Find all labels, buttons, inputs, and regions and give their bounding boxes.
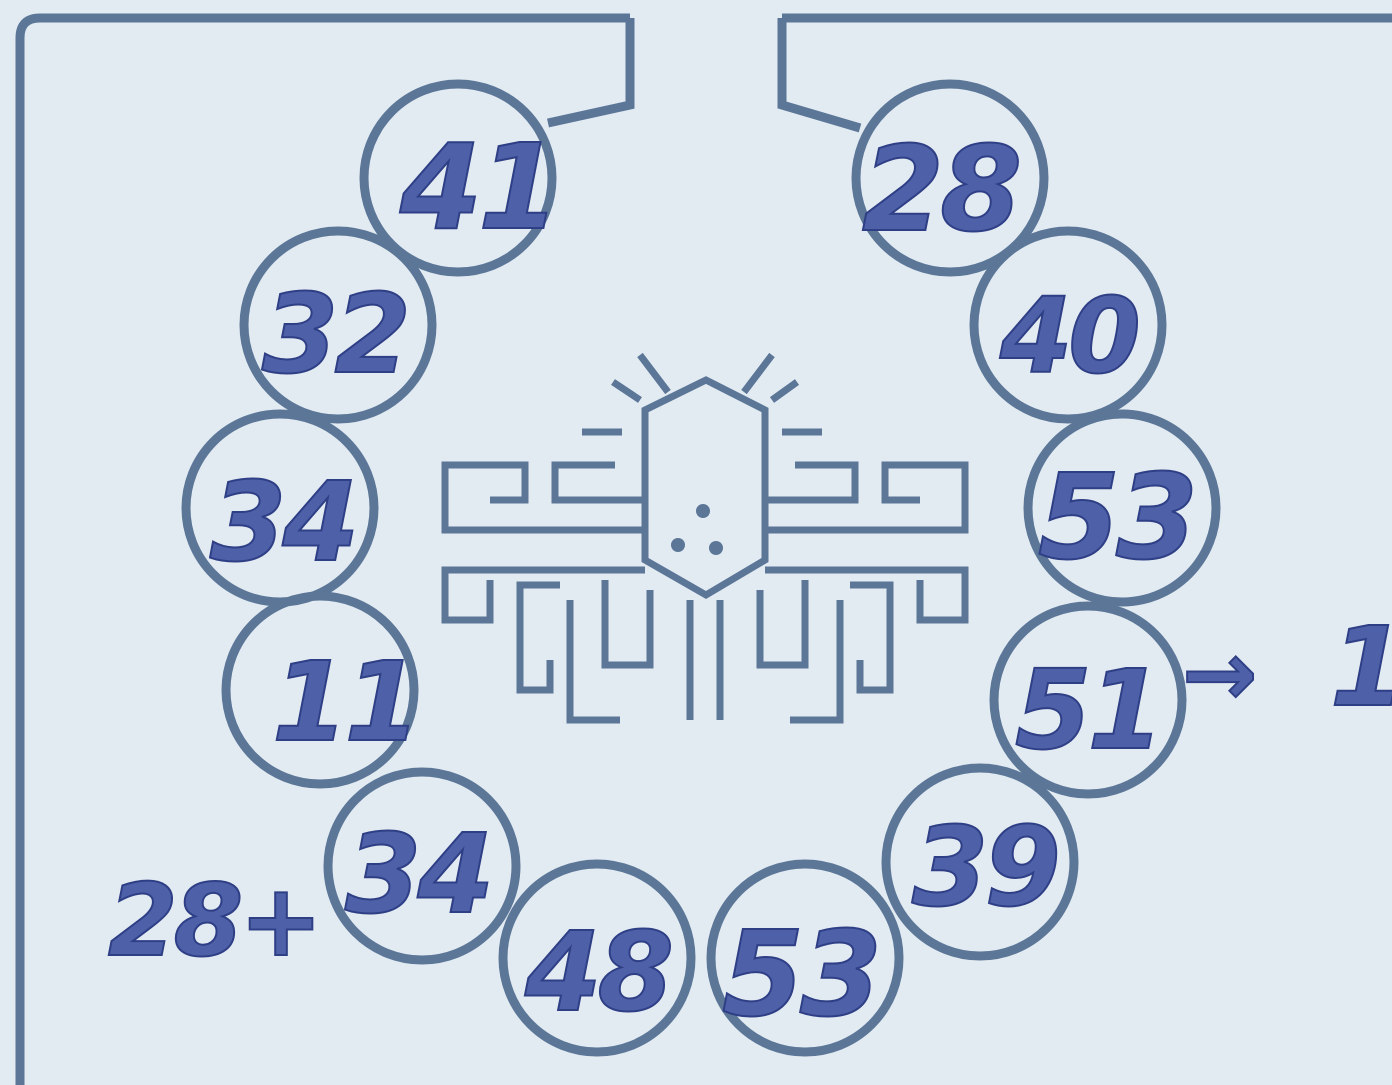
mesoamerican-glyph-icon [445, 355, 965, 720]
circle-label-32: 32 [262, 270, 407, 398]
circle-label-53b: 53 [722, 905, 878, 1043]
circle-label-53: 53 [1038, 448, 1194, 586]
circle-label-34: 34 [210, 458, 355, 586]
circle-label-41: 41 [399, 118, 556, 256]
left-note: 28+ [108, 862, 319, 979]
circle-label-39: 39 [912, 803, 1057, 931]
circle-label-11: 11 [272, 638, 417, 766]
circle-label-40: 40 [999, 275, 1137, 397]
circle-label-34b: 34 [345, 810, 490, 938]
circle-label-51: 51 [1015, 646, 1160, 774]
circle-label-48: 48 [524, 908, 671, 1036]
handwritten-numbers: 41 32 34 11 34 48 53 39 51 53 40 28 28+ … [108, 118, 1392, 1043]
circle-label-28: 28 [862, 120, 1018, 258]
right-note: 1 [1330, 603, 1392, 731]
right-arrow: → [1182, 622, 1254, 727]
